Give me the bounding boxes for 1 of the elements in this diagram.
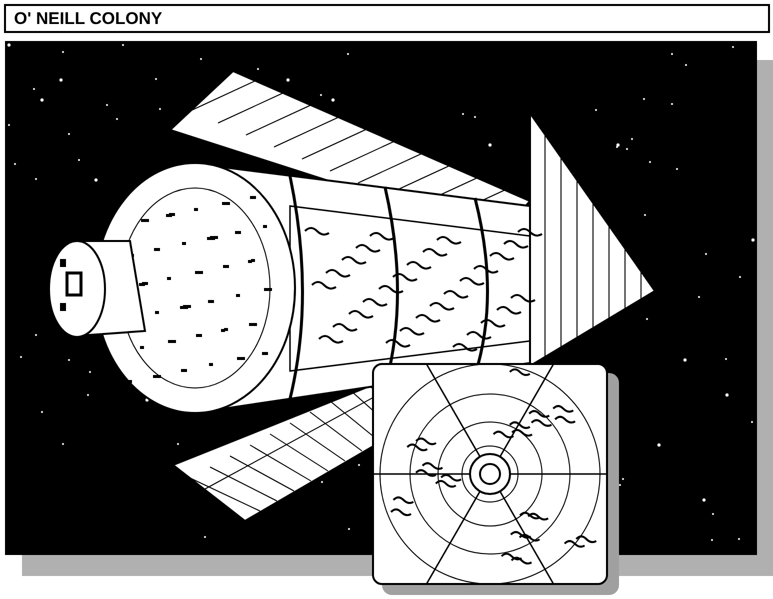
title: O' NEILL COLONY (14, 10, 162, 27)
